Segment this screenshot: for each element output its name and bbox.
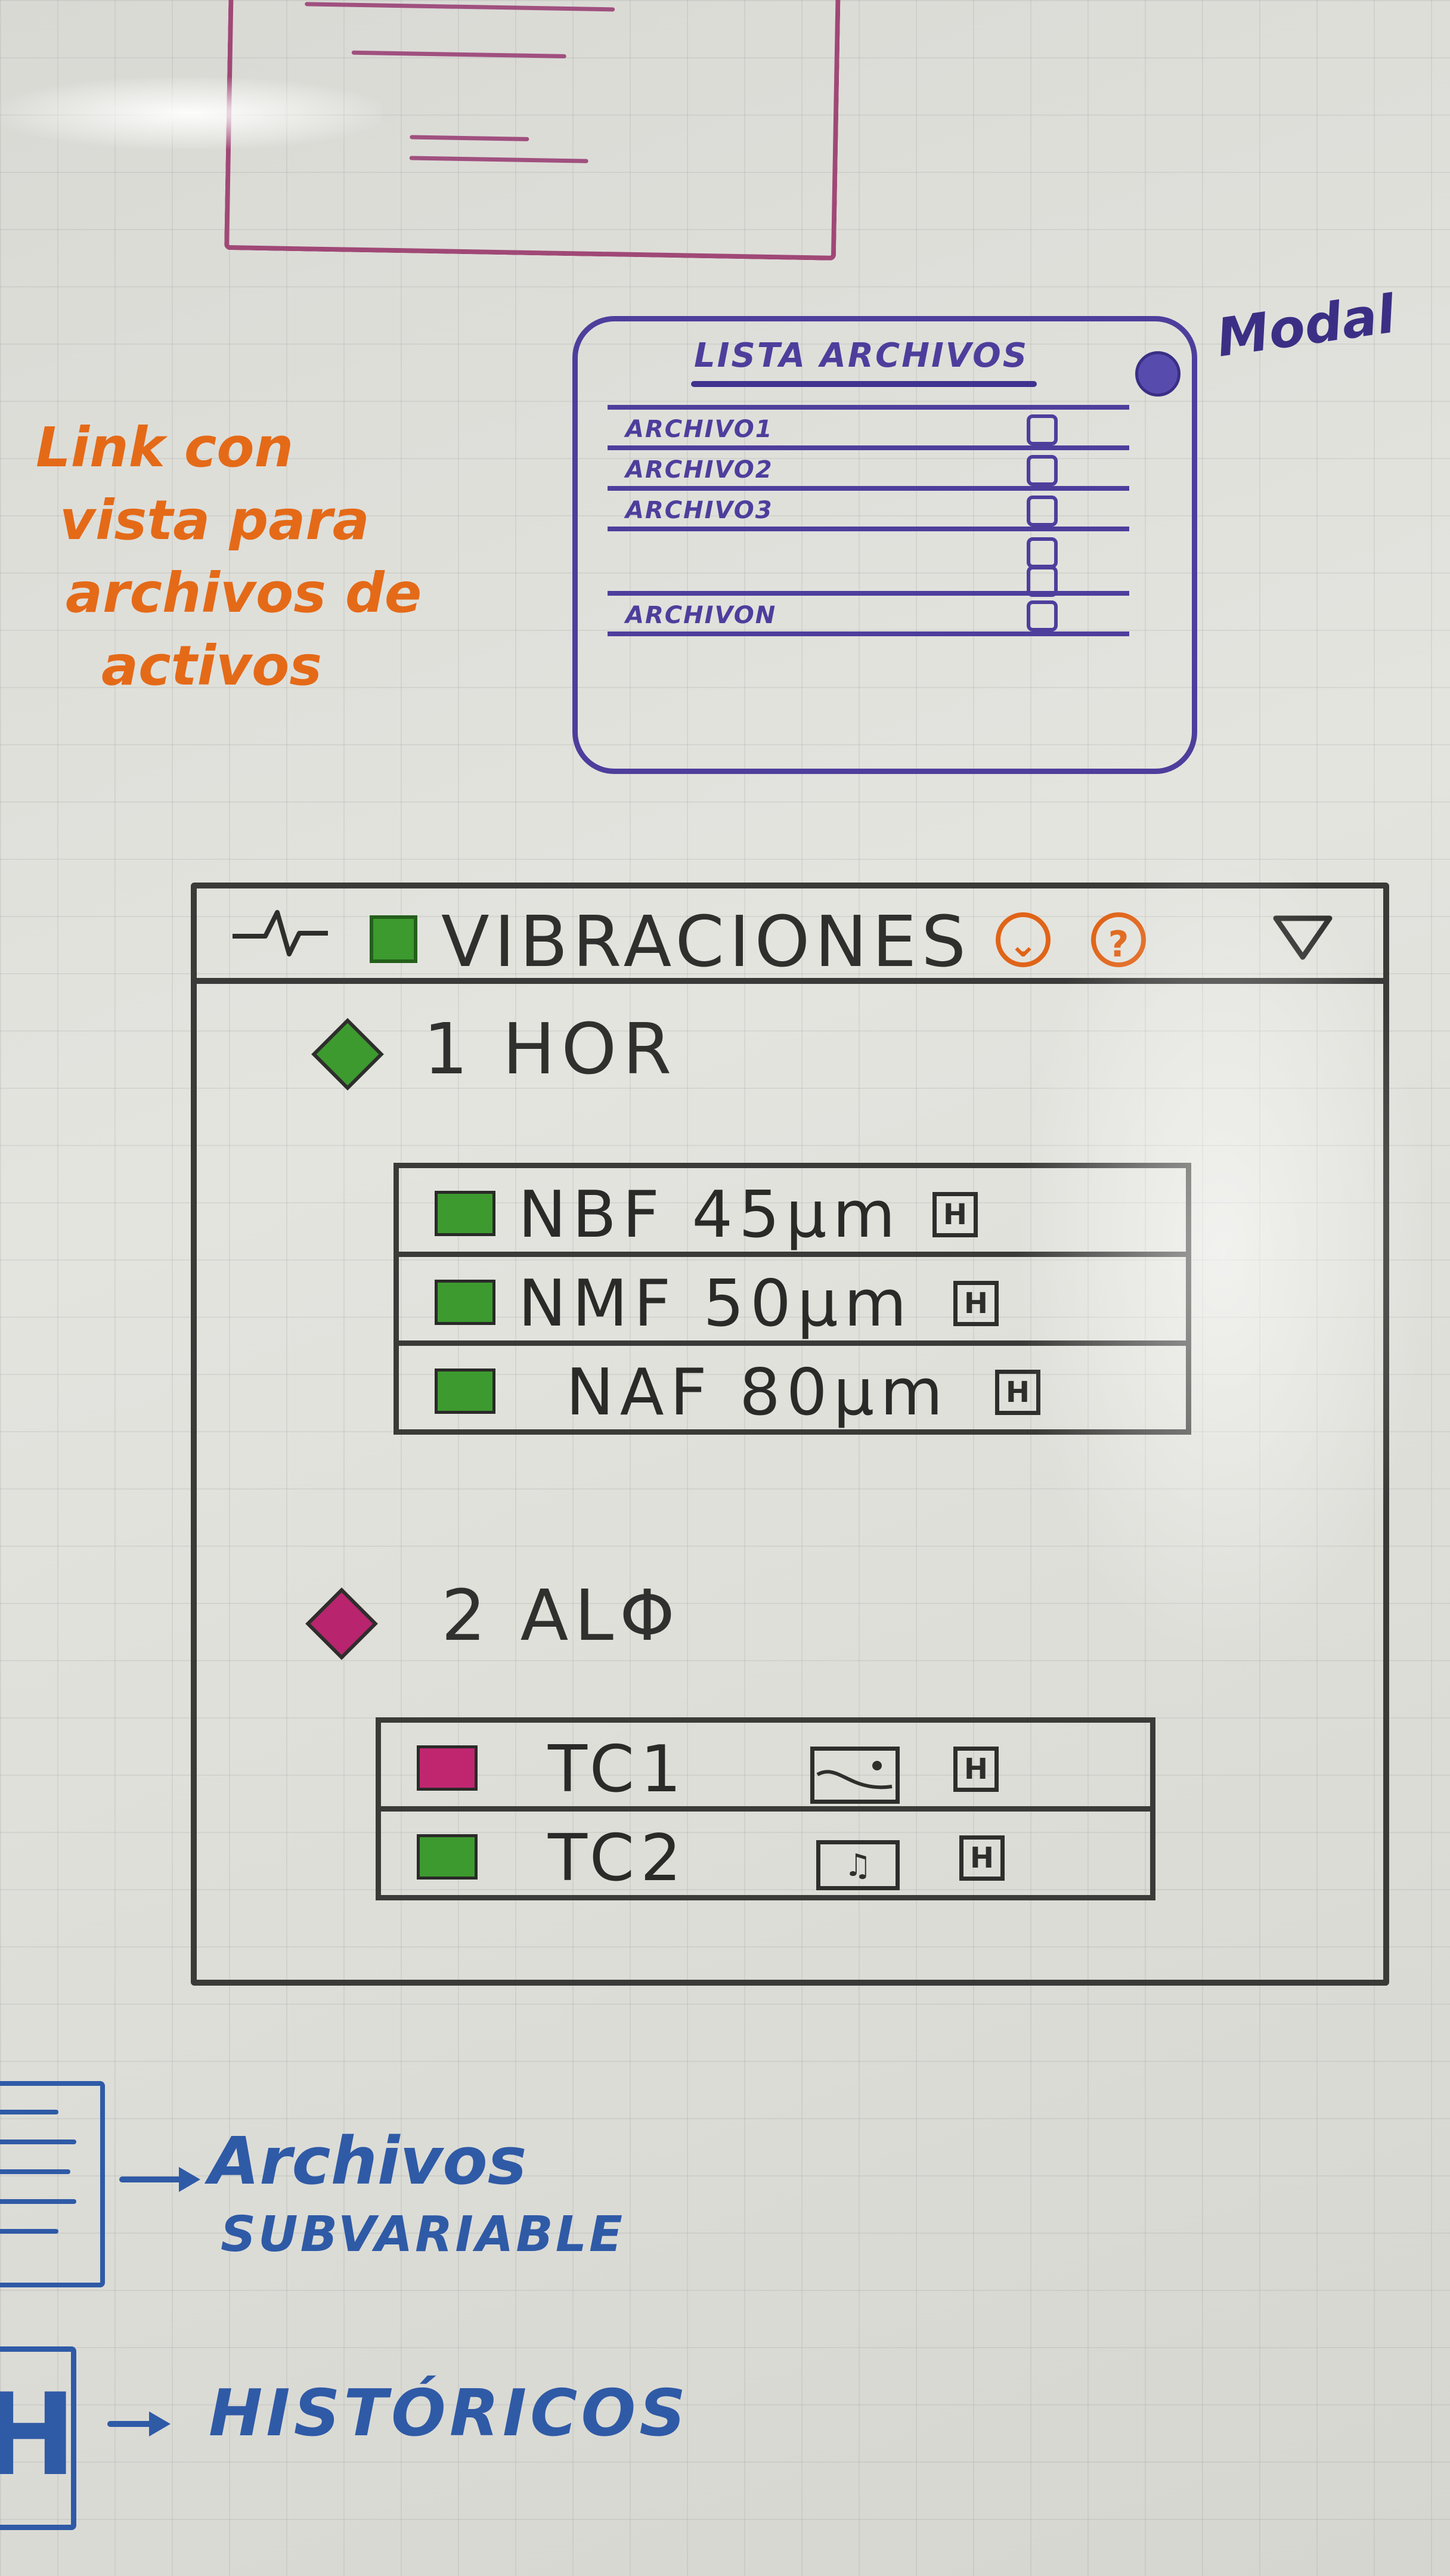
row-label: NBF 45μm (518, 1178, 901, 1252)
table-row[interactable]: NMF 50μm H (399, 1257, 1186, 1346)
dropdown-triangle-icon[interactable] (1270, 909, 1336, 963)
group-label: 2 ALΦ (441, 1574, 681, 1657)
group-status-diamond (305, 1587, 378, 1660)
note-line: vista para (60, 488, 370, 552)
file-label: ARCHIVO3 (625, 497, 773, 524)
subvariable-table: TC1 H TC2 ♫ H (376, 1717, 1155, 1900)
file-download-icon[interactable] (1027, 566, 1058, 597)
table-row[interactable]: NAF 80μm H (399, 1346, 1186, 1430)
arrow-icon (107, 2411, 171, 2436)
scribble-line (305, 2, 615, 12)
modal-title-underline (691, 381, 1037, 387)
file-download-icon[interactable] (1027, 496, 1058, 527)
doc-line (0, 2229, 58, 2234)
download-circle-icon[interactable]: ⌄ (996, 912, 1051, 967)
subvariable-table: NBF 45μm H NMF 50μm H NAF 80μm H (394, 1163, 1191, 1435)
doc-line (0, 2199, 76, 2204)
legend-files-sublabel: SUBVARIABLE (221, 2206, 625, 2263)
table-row[interactable]: TC1 H (381, 1723, 1150, 1812)
note-line: activos (101, 634, 323, 698)
image-icon[interactable] (810, 1747, 900, 1804)
modal-file-row[interactable]: ARCHIVO3 (608, 491, 1129, 531)
row-status-square (435, 1280, 495, 1325)
audio-icon[interactable]: ♫ (816, 1840, 900, 1890)
modal-file-list: ARCHIVO1 ARCHIVO2 ARCHIVO3 ARCHIVON (608, 405, 1129, 636)
history-icon[interactable]: H (995, 1370, 1040, 1415)
note-line: archivos de (66, 561, 422, 625)
scribble-line (410, 135, 529, 141)
light-glare (0, 78, 382, 149)
doc-line (0, 2169, 70, 2174)
scribble-line (351, 50, 566, 58)
modal-title: LISTA ARCHIVOS (694, 336, 1029, 375)
group-status-diamond (311, 1018, 384, 1091)
row-label: TC1 (548, 1732, 687, 1807)
scribble-line (409, 156, 588, 163)
image-icon-glyph (816, 1761, 893, 1789)
file-download-icon[interactable] (1027, 414, 1058, 445)
doc-line (0, 2140, 76, 2144)
row-label: TC2 (548, 1821, 687, 1896)
file-list-modal: LISTA ARCHIVOS ARCHIVO1 ARCHIVO2 ARCHIVO… (572, 316, 1197, 774)
legend-history-label: HISTÓRICOS (209, 2376, 690, 2451)
history-legend-letter: H (0, 2369, 77, 2501)
row-label: NMF 50μm (518, 1267, 913, 1341)
status-square (370, 915, 417, 963)
modal-file-row[interactable]: ARCHIVO1 (608, 405, 1129, 450)
file-download-icon[interactable] (1027, 455, 1058, 486)
row-status-square (417, 1745, 478, 1791)
widget-header: VIBRACIONES ⌄ ? (197, 888, 1383, 984)
history-legend-icon: H (0, 2346, 76, 2530)
file-label: ARCHIVO2 (625, 456, 773, 484)
history-icon[interactable]: H (932, 1192, 978, 1237)
row-status-square (417, 1834, 478, 1880)
vibrations-widget: VIBRACIONES ⌄ ? 1 HOR NBF 45μm H NMF 50μ… (191, 883, 1389, 1986)
file-download-icon[interactable] (1027, 537, 1058, 568)
legend-files-label: Archivos (209, 2123, 527, 2199)
file-download-icon[interactable] (1027, 600, 1058, 631)
modal-file-row[interactable]: ARCHIVON (608, 596, 1129, 636)
table-row[interactable]: TC2 ♫ H (381, 1812, 1150, 1896)
file-label: ARCHIVO1 (625, 416, 773, 443)
group-label: 1 HOR (423, 1008, 678, 1090)
modal-file-row[interactable]: ARCHIVO2 (608, 450, 1129, 491)
history-icon[interactable]: H (953, 1281, 999, 1326)
row-status-square (435, 1191, 495, 1236)
widget-title: VIBRACIONES (441, 900, 971, 983)
doc-line (0, 2110, 58, 2114)
history-icon[interactable]: H (959, 1835, 1005, 1881)
history-icon[interactable]: H (953, 1747, 999, 1792)
modal-file-row[interactable] (608, 531, 1129, 597)
files-legend-icon (0, 2081, 105, 2287)
note-line: Link con (36, 416, 294, 479)
help-circle-icon[interactable]: ? (1091, 912, 1146, 967)
table-row[interactable]: NBF 45μm H (399, 1168, 1186, 1257)
pulse-icon (233, 910, 328, 956)
arrow-icon (119, 2167, 200, 2192)
file-label: ARCHIVON (625, 602, 777, 629)
row-label: NAF 80μm (566, 1355, 949, 1430)
modal-close-icon[interactable] (1135, 351, 1181, 397)
row-status-square (435, 1368, 495, 1414)
link-note: Link con vista para archivos de activos (36, 411, 513, 702)
